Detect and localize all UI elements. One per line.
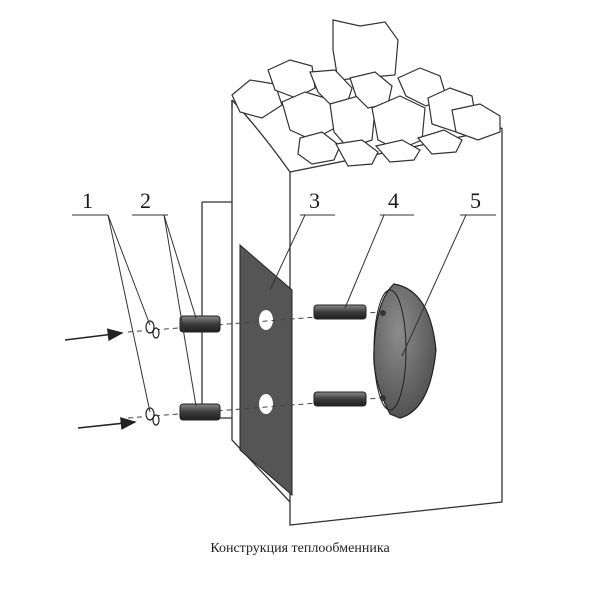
callout-3: 3 <box>309 188 320 213</box>
callout-1: 1 <box>82 188 93 213</box>
water-tank <box>374 284 436 418</box>
arrow-lower <box>78 422 135 428</box>
fittings <box>146 321 159 425</box>
diagram-caption: Конструкция теплообменника <box>0 541 600 557</box>
plate-hole-lower <box>259 394 273 414</box>
sauna-stones <box>232 20 500 166</box>
plate-hole-upper <box>259 310 273 330</box>
flow-arrows <box>65 333 135 428</box>
pipe-lower-left <box>180 404 220 420</box>
arrow-upper <box>65 333 122 340</box>
callout-2: 2 <box>140 188 151 213</box>
pipes-right <box>314 305 366 406</box>
pipe-lower-right <box>314 392 366 406</box>
pipe-upper-right <box>314 305 366 319</box>
callout-4: 4 <box>388 188 399 213</box>
callout-5: 5 <box>470 188 481 213</box>
pipe-upper-left <box>180 316 220 332</box>
pipes-left <box>180 316 220 420</box>
